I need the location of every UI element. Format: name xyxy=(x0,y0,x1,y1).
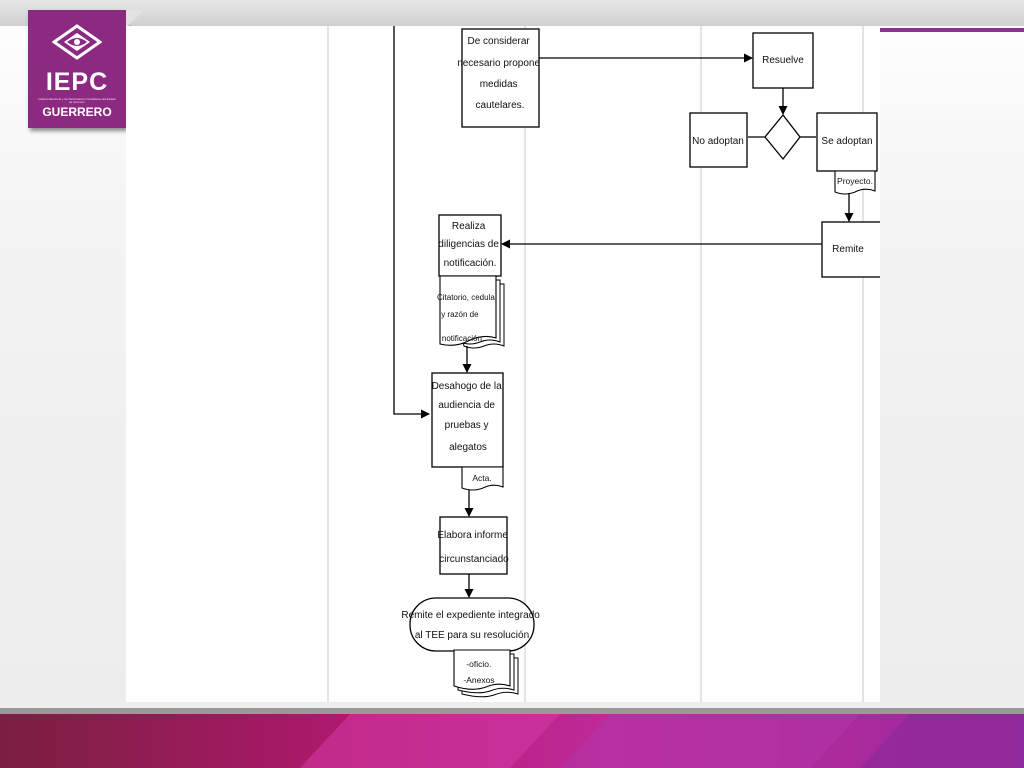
line: alegatos xyxy=(449,442,487,453)
emblem-icon xyxy=(52,24,102,60)
node-propone-medidas xyxy=(461,28,540,128)
line: Realiza xyxy=(452,221,486,232)
loop-connector xyxy=(393,26,430,419)
node-desahogo-audiencia-text: Desahogo de la audiencia de pruebas y al… xyxy=(432,381,505,453)
line: necesario propone xyxy=(457,58,540,69)
iepc-logo: IEPC Instituto Electoral y de Participac… xyxy=(28,10,126,128)
logo-small-text: Instituto Electoral y de Participación C… xyxy=(38,98,116,104)
line: De considerar xyxy=(467,36,530,47)
band-graphic xyxy=(0,708,1024,768)
node-remite-expediente xyxy=(409,597,535,652)
line: Desahogo de la xyxy=(432,381,502,392)
doc-acta xyxy=(461,466,504,491)
node-propone-medidas-text: De considerar necesario propone medidas … xyxy=(457,36,543,111)
doc-acta-text: Acta. xyxy=(472,473,491,483)
node-realiza-diligencias-text: Realiza diligencias de notificación. xyxy=(438,221,501,269)
line: circunstanciado xyxy=(439,554,509,565)
line: al TEE para su resolución xyxy=(415,630,529,641)
node-resuelve xyxy=(752,32,814,89)
line: Citatorio, cedula xyxy=(437,293,495,302)
node-remite-text: Remite xyxy=(832,244,864,255)
line: cautelares. xyxy=(476,100,525,111)
line: Remite el expediente integrado xyxy=(401,610,540,621)
node-elabora-informe-text: Elabora informe circunstanciado xyxy=(437,530,510,565)
doc-proyecto xyxy=(834,170,876,195)
line: audiencia de xyxy=(438,400,495,411)
bottom-decorative-band xyxy=(0,708,1024,768)
doc-oficio-anexos-text: -oficio. -Anexos xyxy=(463,659,494,685)
doc-citatorio-text: Citatorio, cedula y razón de notificació… xyxy=(437,293,497,343)
purple-accent-line xyxy=(880,28,1024,32)
node-elabora-informe xyxy=(439,516,508,575)
logo-fold-shadow xyxy=(126,10,144,28)
flowchart-panel: De considerar necesario propone medidas … xyxy=(126,26,880,702)
decision-diamond xyxy=(764,113,801,161)
node-no-adoptan xyxy=(689,112,748,168)
flowchart: De considerar necesario propone medidas … xyxy=(327,26,880,702)
line: pruebas y xyxy=(445,420,489,431)
logo-title: IEPC xyxy=(45,68,109,96)
line: notificación. xyxy=(444,258,497,269)
node-se-adoptan xyxy=(816,112,878,172)
doc-citatorio xyxy=(439,275,505,349)
logo-subtitle: GUERRERO xyxy=(42,105,112,119)
node-desahogo-audiencia xyxy=(431,372,504,468)
node-se-adoptan-text: Se adoptan xyxy=(821,136,872,147)
line: y razón de xyxy=(441,310,479,319)
doc-proyecto-text: Proyecto. xyxy=(837,176,873,186)
line: notificación. xyxy=(442,334,484,343)
top-strip xyxy=(0,0,1024,26)
node-resuelve-text: Resuelve xyxy=(762,55,804,66)
line: medidas xyxy=(480,79,518,90)
line: -oficio. xyxy=(466,659,491,669)
line: diligencias de xyxy=(438,239,499,250)
node-no-adoptan-text: No adoptan xyxy=(692,136,744,147)
line: Elabora informe xyxy=(437,530,508,541)
node-remite xyxy=(821,221,880,278)
line: -Anexos xyxy=(463,675,494,685)
node-remite-expediente-text: Remite el expediente integrado al TEE pa… xyxy=(401,610,542,641)
doc-oficio-anexos xyxy=(453,649,519,698)
